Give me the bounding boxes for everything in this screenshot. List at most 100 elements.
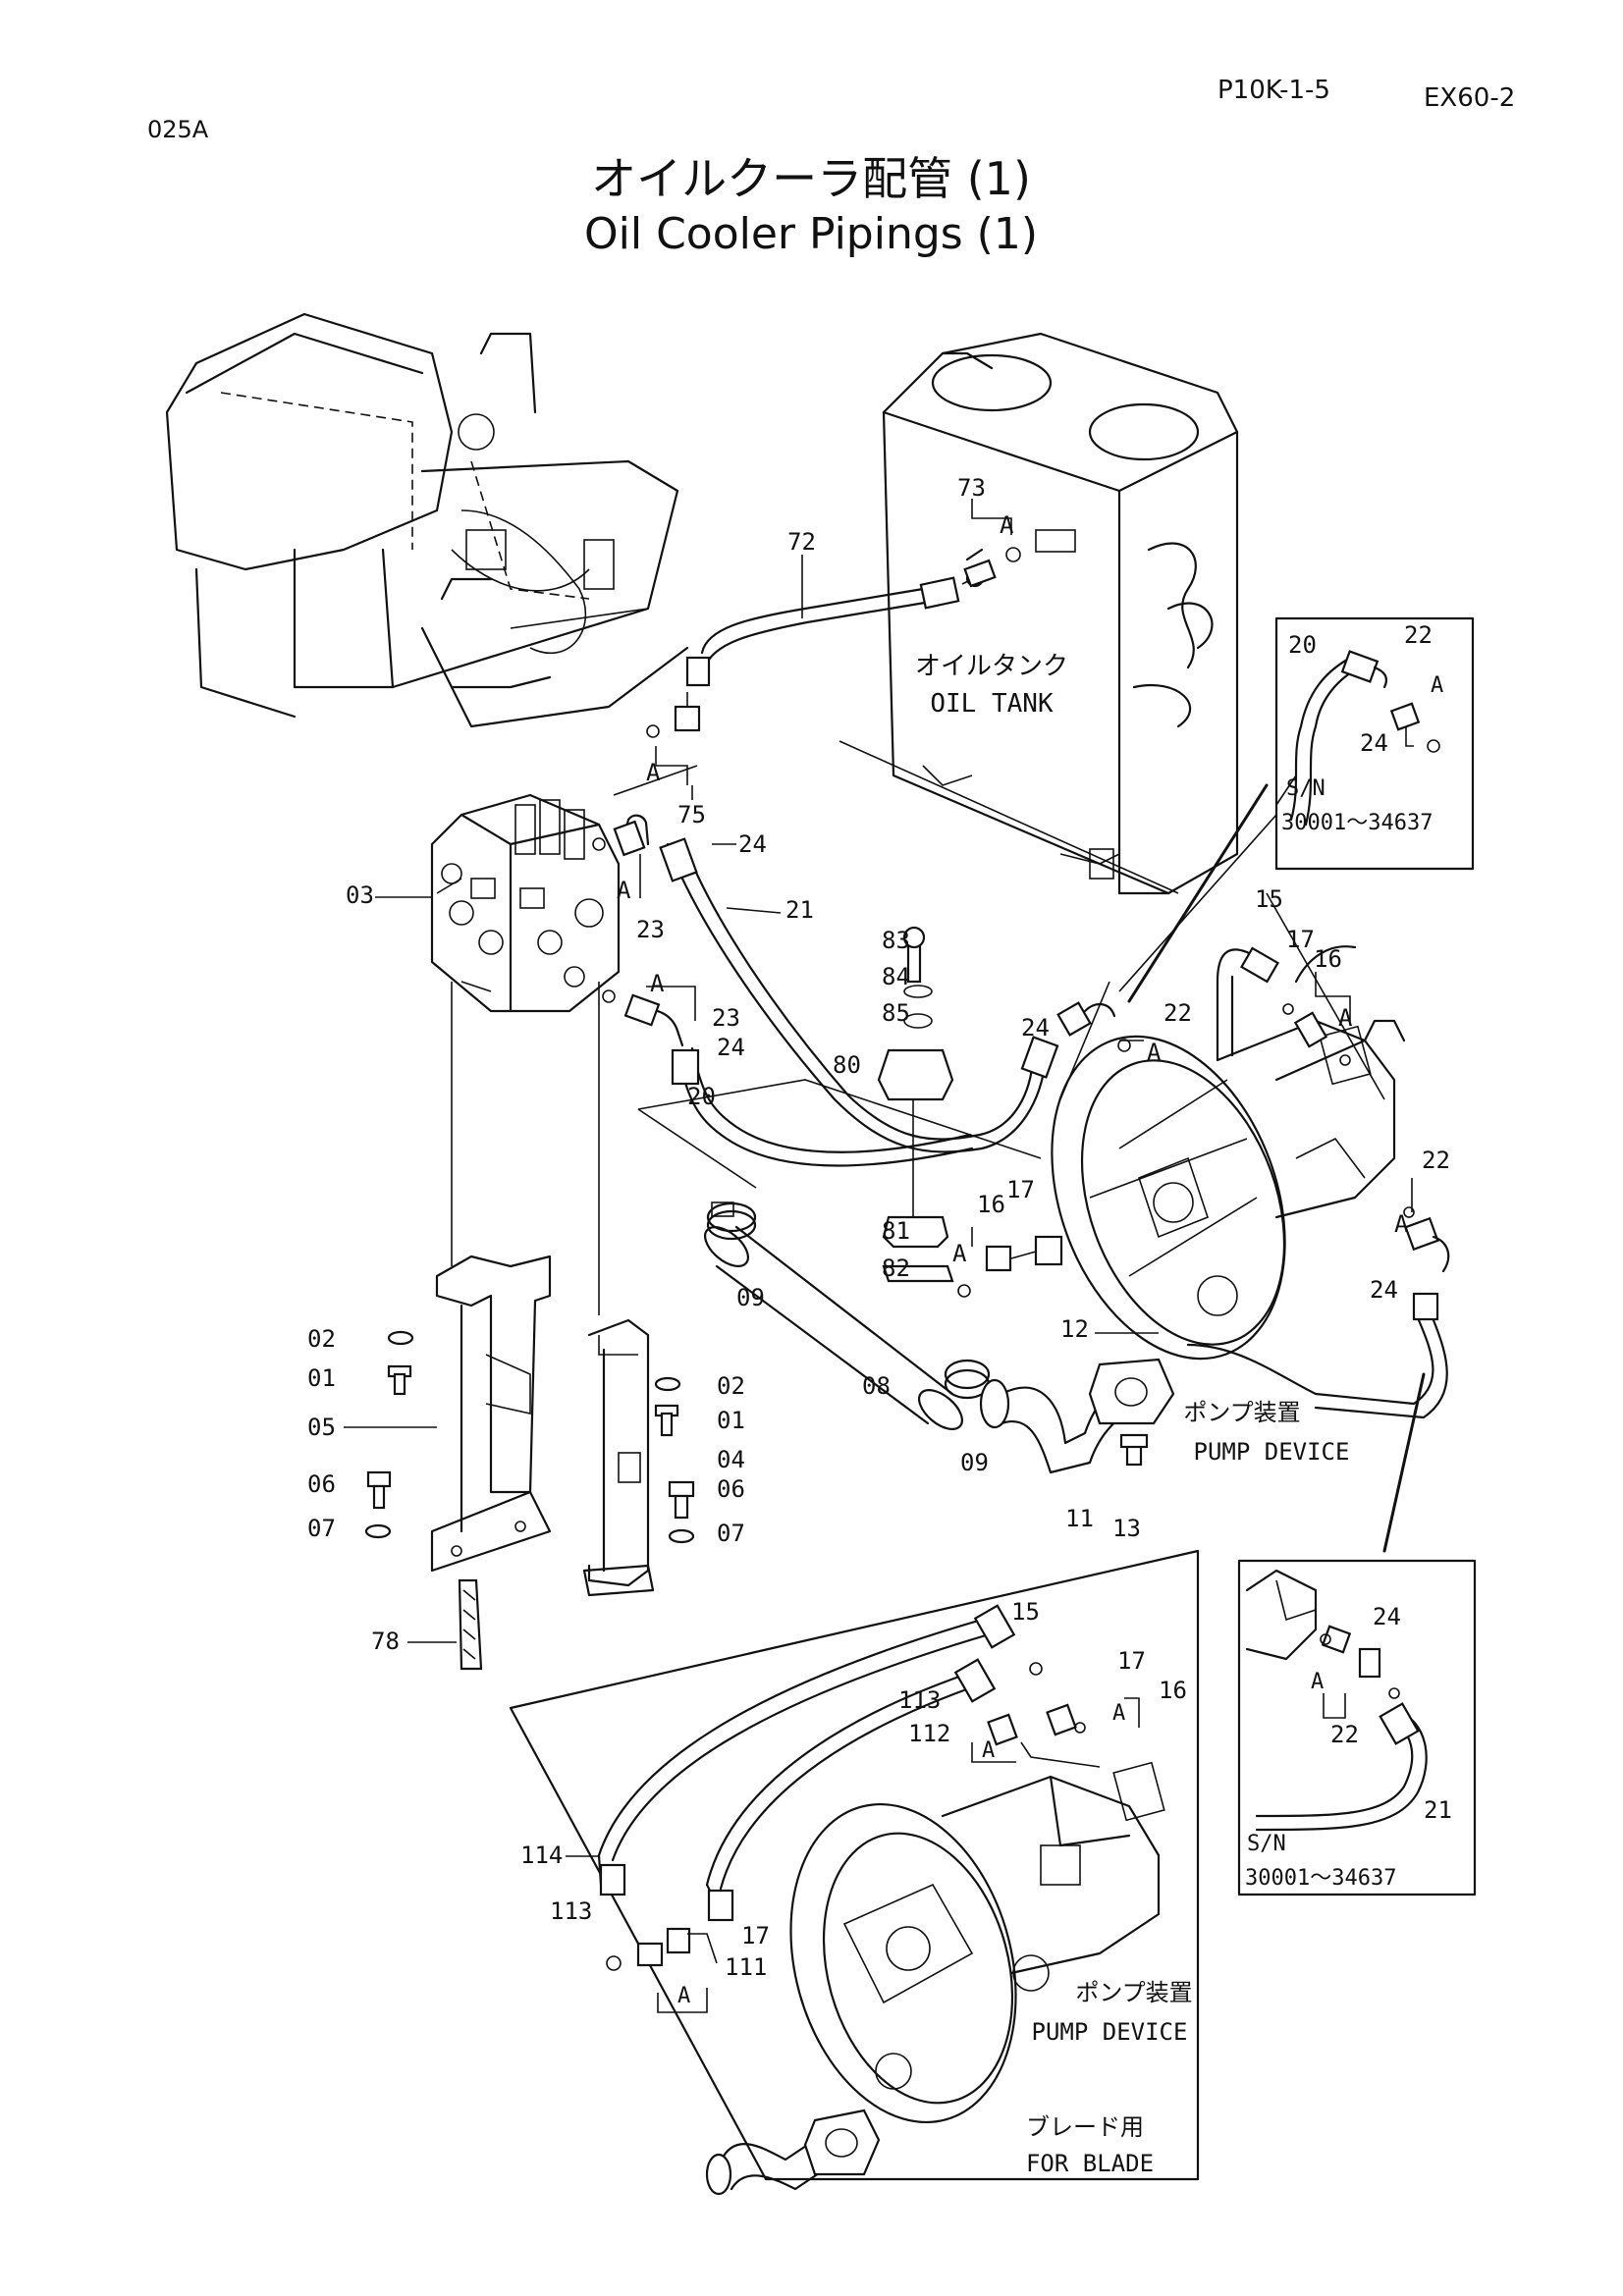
for-blade-label-en: FOR BLADE (1026, 2150, 1154, 2177)
svg-text:A: A (1431, 673, 1443, 698)
part-22-inset: 22 (1330, 1721, 1359, 1748)
part-21-main: 21 (785, 896, 814, 924)
part-06-right: 06 (717, 1475, 745, 1503)
svg-text:A: A (677, 1984, 690, 2008)
part-22-right: 22 (1422, 1147, 1450, 1174)
oil-tank: オイルタンク OIL TANK (882, 332, 1239, 895)
part-24-right: 24 (1370, 1276, 1398, 1304)
washer-07-left (364, 1523, 392, 1539)
part-06-left: 06 (307, 1470, 336, 1498)
part-84: 84 (882, 963, 910, 990)
fitting-73 (963, 547, 1021, 588)
fitting-75 (646, 692, 701, 738)
bracket-05 (430, 1255, 552, 1573)
fitting-22-24-right (1186, 1206, 1450, 1419)
bolt-06-left (366, 1470, 392, 1510)
bolt-01-right (654, 1404, 679, 1437)
part-09-lower: 09 (960, 1449, 989, 1476)
part-17-lower: 17 (1006, 1176, 1035, 1203)
part-20-inset: 20 (1288, 631, 1317, 659)
part-83: 83 (882, 927, 910, 954)
part-81: 81 (882, 1217, 910, 1245)
part-24-b: 24 (717, 1034, 745, 1061)
figure-number: 025A (147, 116, 209, 143)
part-08: 08 (862, 1372, 891, 1400)
pump-label-en: PUMP DEVICE (1194, 1438, 1350, 1466)
part-15-main: 15 (1255, 885, 1283, 913)
pipe-21 (659, 837, 1059, 1153)
part-112: 112 (908, 1720, 950, 1747)
part-21-inset: 21 (1424, 1796, 1452, 1824)
fitting-22-24-centre (1056, 1001, 1131, 1052)
page-code: P10K-1-5 (1217, 76, 1330, 105)
part-75: 75 (677, 801, 706, 828)
clamp-assembly (877, 926, 954, 1283)
fitting-16-17-right (1282, 1003, 1351, 1066)
sn-label-bottom: S/N (1247, 1832, 1286, 1856)
valve-support-lines (451, 982, 600, 1315)
pump-device-main (1051, 945, 1406, 1361)
part-22-inset-top: 22 (1404, 621, 1433, 649)
excavator-illustration (165, 312, 689, 728)
pump-label-jp: ポンプ装置 (1183, 1399, 1300, 1426)
part-24-inset-top: 24 (1360, 729, 1388, 757)
model-code: EX60-2 (1424, 83, 1515, 113)
svg-text:A: A (1000, 511, 1014, 539)
blade-pump-label-en: PUMP DEVICE (1032, 2018, 1188, 2046)
part-09-upper: 09 (736, 1284, 765, 1311)
part-17-blade-upper: 17 (1117, 1647, 1146, 1675)
washer-07-right (668, 1528, 695, 1544)
part-02-right: 02 (717, 1372, 745, 1400)
part-24-a: 24 (738, 830, 767, 858)
pipe-11 (979, 1358, 1175, 1474)
sn-range-top: 30001～34637 (1281, 811, 1433, 835)
hose-08 (704, 1225, 963, 1430)
part-15-blade: 15 (1011, 1598, 1040, 1626)
part-05: 05 (307, 1414, 336, 1441)
part-16-main: 16 (1314, 945, 1342, 973)
svg-text:A: A (1394, 1210, 1409, 1238)
svg-text:A: A (1147, 1039, 1162, 1066)
part-111: 111 (725, 1953, 767, 1981)
hose-band-09-upper (706, 1201, 757, 1241)
part-113-upper: 113 (898, 1686, 941, 1714)
bracket-04 (582, 1318, 655, 1597)
svg-text:A: A (982, 1738, 995, 1763)
part-01-right: 01 (717, 1407, 745, 1434)
part-73: 73 (957, 474, 986, 502)
part-02-left: 02 (307, 1325, 336, 1353)
title-japanese: オイルクーラ配管 (1) (591, 152, 1031, 205)
inset-sn-bottom: S/N 30001～34637 (1237, 1559, 1477, 1896)
part-07-right: 07 (717, 1520, 745, 1547)
svg-text:A: A (1112, 1701, 1125, 1726)
washer-02-right (654, 1376, 681, 1392)
bolt-06-right (668, 1480, 695, 1520)
sn-range-bottom: 30001～34637 (1245, 1866, 1396, 1891)
washer-02-left (387, 1330, 414, 1346)
part-114: 114 (520, 1842, 563, 1869)
part-01-left: 01 (307, 1364, 336, 1392)
tie-band-78 (458, 1578, 483, 1671)
part-13: 13 (1112, 1515, 1141, 1542)
svg-text:A: A (646, 759, 661, 786)
part-24-c: 24 (1021, 1014, 1050, 1041)
svg-text:A: A (952, 1240, 967, 1267)
bolt-01-left (387, 1364, 412, 1396)
a-reference-marks: A A A A A A A A A A A A A (617, 499, 1443, 2013)
sn-label-top: S/N (1286, 776, 1325, 801)
part-03: 03 (346, 881, 374, 909)
inset-for-blade: ポンプ装置 PUMP DEVICE ブレード用 FOR BLADE (509, 1549, 1200, 2196)
part-17-blade-lower: 17 (741, 1922, 770, 1949)
part-80: 80 (833, 1051, 861, 1079)
svg-text:A: A (650, 970, 665, 997)
leader-lines (613, 740, 1426, 1553)
callout-labels: 72 73 75 03 24 21 23 23 24 20 83 84 85 8… (307, 474, 1452, 1981)
oil-tank-label-en: OIL TANK (930, 689, 1054, 719)
part-12: 12 (1060, 1315, 1089, 1343)
blade-pump-label-jp: ポンプ装置 (1075, 1979, 1192, 2006)
title-english: Oil Cooler Pipings (1) (584, 209, 1038, 259)
part-85: 85 (882, 999, 910, 1027)
for-blade-label-jp: ブレード用 (1026, 2113, 1144, 2141)
svg-text:A: A (1311, 1670, 1324, 1694)
